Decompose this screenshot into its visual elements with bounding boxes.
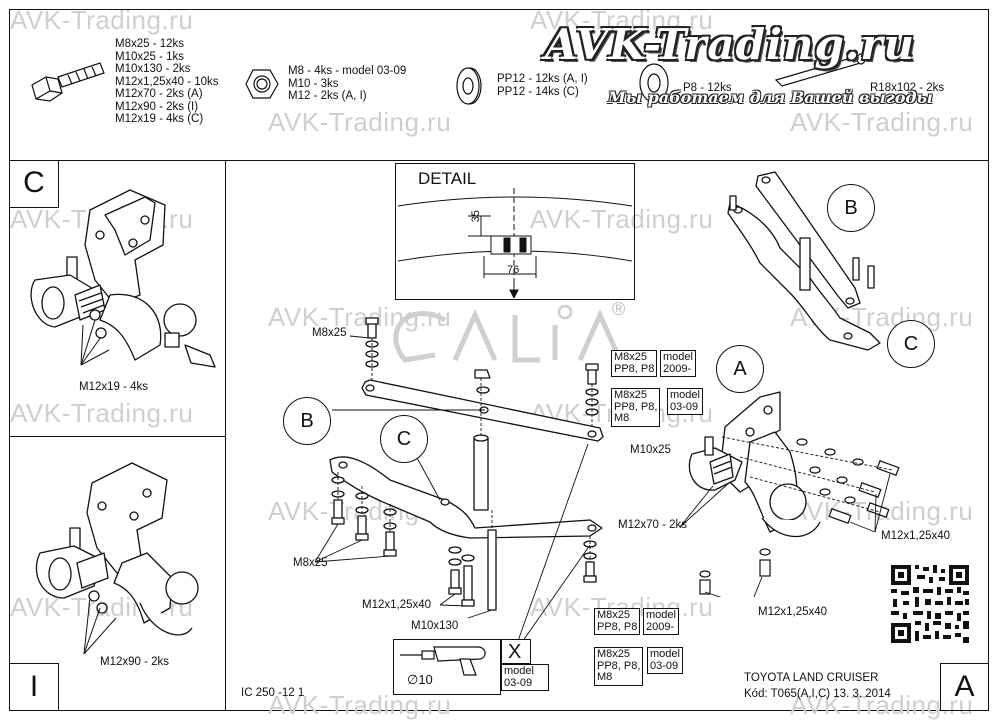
- nut-item: M10 - 3ks: [288, 77, 339, 90]
- qr-code: [889, 563, 971, 645]
- brand-registered-mark: ®: [612, 299, 626, 319]
- note-model-2: model 03-09: [667, 388, 703, 415]
- corner-box-c: [9, 160, 59, 208]
- watermark: AVK-Trading.ru: [790, 107, 974, 137]
- detail-dim-height: 35: [469, 210, 482, 223]
- watermark: AVK-Trading.ru: [268, 690, 452, 720]
- corner-letter-i: I: [29, 670, 39, 703]
- nut-item: M8 - 4ks - model 03-09: [288, 65, 407, 77]
- note-model-3: model 2009-: [643, 608, 679, 635]
- callout-c-right: C: [887, 320, 935, 368]
- bolt-item: M10x130 - 2ks: [115, 63, 191, 75]
- bolt-item: M10x25 - 1ks: [115, 50, 185, 63]
- note-box-2: M8x25 PP8, P8, M8: [611, 388, 661, 427]
- note-model-1: model 2009-: [660, 350, 696, 377]
- note-box-1: M8x25 PP8, P8: [611, 350, 658, 377]
- detail-dim-width: 76: [507, 264, 520, 276]
- drill-model: model 03-09: [501, 664, 549, 691]
- detail-box: [395, 163, 635, 300]
- drill-marker-box: [501, 639, 531, 664]
- label-m8x25-top: M8x25: [312, 327, 347, 339]
- washer-item: PP12 - 12ks (A, I): [497, 73, 588, 85]
- bolt-list: M8x25 - 12ks M10x25 - 1ks M10x130 - 2ks …: [115, 38, 219, 126]
- detail-title: DETAIL: [418, 169, 477, 188]
- corner-letter-c: C: [23, 166, 45, 199]
- callout-a-right: A: [716, 345, 764, 393]
- callout-b-right: B: [827, 184, 875, 232]
- panel-i-label: M12x90 - 2ks: [100, 656, 170, 668]
- bolt-icon: [31, 62, 105, 102]
- bolt-item: M12x1,25x40 - 10ks: [115, 75, 219, 88]
- corner-letter-a: A: [954, 670, 975, 703]
- corner-box-i: [9, 663, 59, 711]
- detail-drawing: [397, 188, 633, 298]
- bolt-item: M8x25 - 12ks: [115, 38, 185, 50]
- note-box-4: M8x25 PP8, P8, M8: [594, 647, 644, 686]
- panel-c-label: M12x19 - 4ks: [79, 381, 149, 393]
- watermark: AVK-Trading.ru: [530, 5, 714, 35]
- watermark: AVK-Trading.ru: [268, 107, 452, 137]
- left-panel-divider: [9, 436, 225, 437]
- exploded-assembly-drawing: [314, 304, 623, 640]
- label-m12x1-25x40-right: M12x1,25x40: [881, 530, 951, 542]
- label-m10x130: M10x130: [411, 620, 459, 632]
- bolt-item: M12x70 - 2ks (A): [115, 88, 203, 100]
- washer-list: PP12 - 12ks (A, I) PP12 - 14ks (C): [497, 73, 588, 98]
- watermark: AVK-Trading.ru: [10, 5, 194, 35]
- note-box-3: M8x25 PP8, P8: [594, 608, 641, 635]
- brand-logo: AVK-Trading.ru: [545, 20, 916, 69]
- nut-icon: [245, 69, 279, 99]
- label-m12x70: M12x70 - 2ks: [618, 519, 688, 531]
- left-column-divider: [225, 160, 226, 711]
- callout-c-center: C: [380, 415, 428, 463]
- note-model-4: model 03-09: [647, 647, 683, 674]
- spring-washer-text: P8 - 12ks: [683, 82, 732, 94]
- corner-box-a: [940, 663, 989, 711]
- footer-code: IC 250 -12 1: [241, 687, 305, 699]
- watermark: AVK-Trading.ru: [530, 204, 714, 234]
- watermark: AVK-Trading.ru: [790, 690, 974, 720]
- label-m12x1-25x40-right-bottom: M12x1,25x40: [758, 606, 828, 618]
- spring-washer-icon: [639, 63, 669, 103]
- watermark: AVK-Trading.ru: [268, 302, 452, 332]
- towbar-drawing-i: [35, 462, 199, 655]
- pin-icon: [774, 53, 866, 87]
- pin-text: R18x102 - 2ks: [870, 82, 945, 94]
- towbar-drawing-a: [680, 391, 900, 597]
- washer-item: PP12 - 14ks (C): [497, 85, 579, 98]
- bars-drawing-right: [727, 171, 881, 351]
- drill-icon: [400, 646, 486, 676]
- drawing-frame: [9, 9, 989, 711]
- towbar-drawing-c: [30, 189, 216, 368]
- bolt-item: M12x90 - 2ks (I): [115, 100, 199, 113]
- callout-b-center: B: [283, 397, 331, 445]
- nut-list: M8 - 4ks - model 03-09 M10 - 3ks M12 - 2…: [288, 65, 406, 103]
- label-m8x25-left: M8x25: [293, 557, 328, 569]
- label-m12x1-25x40-center: M12x1,25x40: [362, 599, 432, 611]
- drill-box: [393, 639, 501, 695]
- washer-icon: [456, 67, 482, 105]
- footer-vehicle: TOYOTA LAND CRUISER: [744, 672, 879, 684]
- drill-diameter: ∅10: [407, 672, 433, 687]
- header-divider: [9, 160, 989, 161]
- drill-marker: X: [508, 641, 522, 663]
- brand-slogan: Мы работаем для Вашей выгоды: [608, 88, 933, 107]
- bolt-item: M12x19 - 4ks (C): [115, 113, 204, 125]
- nut-item: M12 - 2ks (A, I): [288, 90, 367, 102]
- label-m10x25: M10x25: [630, 444, 671, 456]
- footer-kod: Kód: T065(A,I,C) 13. 3. 2014: [744, 688, 891, 700]
- watermark: AVK-Trading.ru: [10, 398, 194, 428]
